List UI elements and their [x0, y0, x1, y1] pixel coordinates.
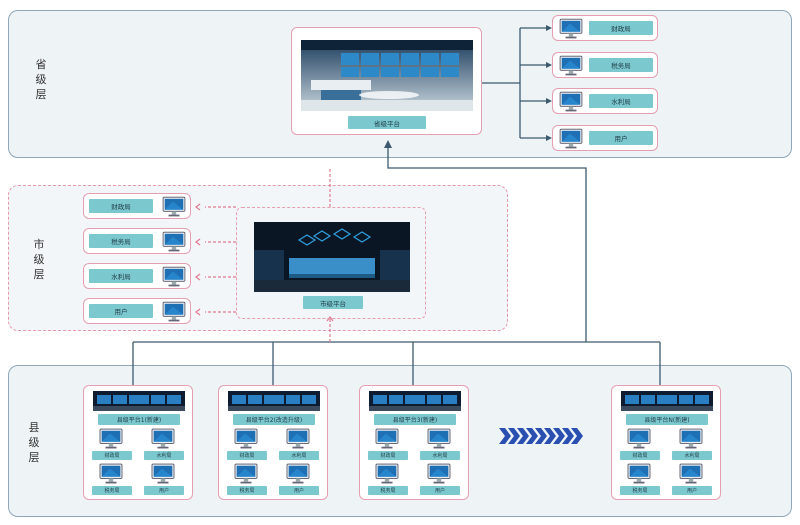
monitor-icon — [233, 428, 259, 454]
county-unit-label: 用户 — [279, 486, 319, 495]
province-agency-3[interactable]: 水利局 — [552, 88, 658, 114]
monitor-icon — [559, 91, 583, 117]
city-agency-label: 税务局 — [89, 234, 153, 248]
city-agency-label: 用户 — [89, 304, 153, 318]
county-platform-label: 县级平台N(新建) — [626, 414, 708, 425]
county-unit-label: 水利局 — [279, 451, 319, 460]
city-tier-label: 市级层 — [33, 238, 45, 281]
city-agency-3[interactable]: 水利局 — [83, 263, 191, 289]
monitor-icon — [678, 463, 704, 489]
monitor-icon — [559, 18, 583, 44]
county-unit-label: 税务局 — [227, 486, 267, 495]
monitor-icon — [285, 463, 311, 489]
video-wall-image — [369, 391, 461, 411]
city-platform[interactable]: 市级平台 — [236, 207, 426, 319]
county-unit-label: 财政局 — [227, 451, 267, 460]
province-agency-2[interactable]: 税务局 — [552, 52, 658, 78]
monitor-icon — [162, 301, 186, 327]
county-unit-label: 税务局 — [620, 486, 660, 495]
more-platforms-chevrons — [499, 428, 583, 444]
city-agency-1[interactable]: 财政局 — [83, 193, 191, 219]
county-platform-1[interactable]: 县级平台1(新建) 财政局 水利局税务局 用户 — [83, 385, 193, 500]
city-agency-label: 水利局 — [89, 269, 153, 283]
city-agency-2[interactable]: 税务局 — [83, 228, 191, 254]
county-unit-label: 财政局 — [620, 451, 660, 460]
county-unit-label: 财政局 — [368, 451, 408, 460]
monitor-icon — [426, 463, 452, 489]
monitor-icon — [162, 266, 186, 292]
monitor-icon — [626, 428, 652, 454]
province-agency-label: 水利局 — [589, 94, 653, 108]
county-unit-label: 税务局 — [92, 486, 132, 495]
county-platform-4[interactable]: 县级平台N(新建) 财政局 水利局税务局 用户 — [611, 385, 721, 500]
city-agency-4[interactable]: 用户 — [83, 298, 191, 324]
county-platform-2[interactable]: 县级平台2(改造升级) 财政局 水利局税务局 用户 — [218, 385, 328, 500]
monitor-icon — [374, 463, 400, 489]
county-unit-label: 水利局 — [144, 451, 184, 460]
monitor-icon — [150, 428, 176, 454]
province-agency-label: 税务局 — [589, 58, 653, 72]
province-platform[interactable]: 省级平台 — [291, 27, 482, 135]
monitor-icon — [98, 463, 124, 489]
province-platform-label: 省级平台 — [348, 116, 426, 129]
city-platform-label: 市级平台 — [303, 296, 363, 309]
video-wall-image — [621, 391, 713, 411]
county-platform-label: 县级平台2(改造升级) — [233, 414, 315, 425]
city-agency-label: 财政局 — [89, 199, 153, 213]
county-unit-label: 用户 — [672, 486, 712, 495]
county-unit-label: 财政局 — [92, 451, 132, 460]
county-tier-label: 县级层 — [28, 421, 40, 464]
monitor-icon — [626, 463, 652, 489]
province-tier-label: 省级层 — [35, 58, 47, 101]
monitor-icon — [150, 463, 176, 489]
province-agency-label: 财政局 — [589, 21, 653, 35]
monitor-icon — [285, 428, 311, 454]
county-platform-label: 县级平台3(新建) — [374, 414, 456, 425]
county-unit-label: 水利局 — [672, 451, 712, 460]
county-platform-label: 县级平台1(新建) — [98, 414, 180, 425]
monitor-icon — [678, 428, 704, 454]
province-agency-1[interactable]: 财政局 — [552, 15, 658, 41]
city-control-room-photo — [254, 222, 410, 292]
monitor-icon — [162, 196, 186, 222]
county-unit-label: 税务局 — [368, 486, 408, 495]
monitor-icon — [559, 128, 583, 154]
county-unit-label: 用户 — [420, 486, 460, 495]
monitor-icon — [426, 428, 452, 454]
county-unit-label: 水利局 — [420, 451, 460, 460]
county-platform-3[interactable]: 县级平台3(新建) 财政局 水利局税务局 用户 — [359, 385, 469, 500]
monitor-icon — [559, 55, 583, 81]
county-unit-label: 用户 — [144, 486, 184, 495]
video-wall-image — [93, 391, 185, 411]
province-agency-label: 用户 — [589, 131, 653, 145]
monitor-icon — [162, 231, 186, 257]
control-room-photo — [301, 40, 473, 111]
monitor-icon — [233, 463, 259, 489]
province-agency-4[interactable]: 用户 — [552, 125, 658, 151]
video-wall-image — [228, 391, 320, 411]
monitor-icon — [374, 428, 400, 454]
monitor-icon — [98, 428, 124, 454]
